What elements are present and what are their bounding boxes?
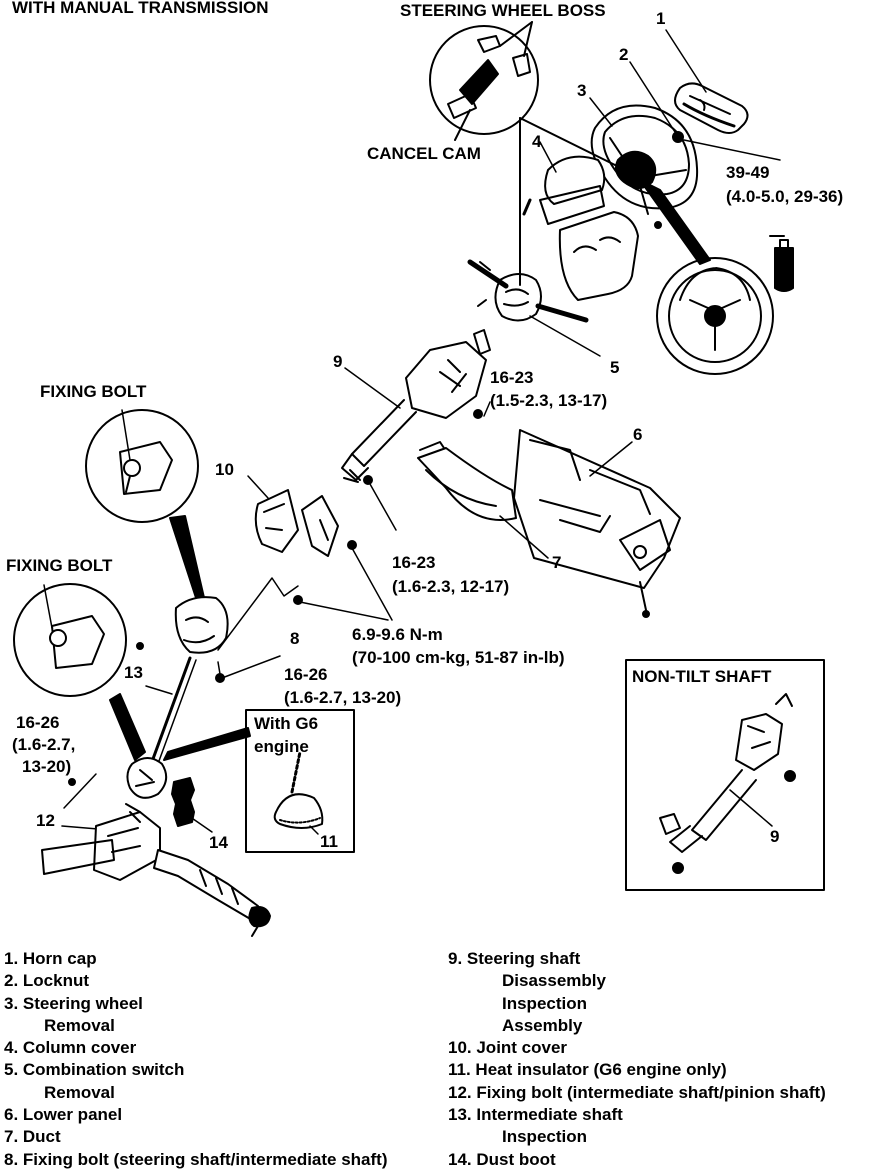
torque-spec-4-line2: (70-100 cm-kg, 51-87 in-lb) [352, 648, 565, 667]
torque-spec-6-line3: 13-20) [22, 757, 71, 776]
steering-rack-part [41, 773, 271, 937]
legend-right-item: 11. Heat insulator (G6 engine only) [448, 1060, 727, 1080]
legend-right-item: Inspection [502, 993, 588, 1013]
callout-steering-wheel-boss: STEERING WHEEL BOSS [400, 1, 606, 20]
legend-right-item: 12. Fixing bolt (intermediate shaft/pini… [448, 1082, 826, 1102]
part-number-3: 3 [577, 81, 586, 100]
legend-right-item: Inspection [502, 1127, 588, 1147]
torque-spec-2-line2: (1.5-2.3, 13-17) [490, 391, 607, 410]
torque-spec-5-line1: 16-26 [284, 665, 327, 684]
legend-left-item: 4. Column cover [4, 1038, 137, 1058]
legend-left-item: 2. Locknut [4, 971, 90, 991]
torque-spec-1-line1: 39-49 [726, 163, 769, 182]
legend-left-item: Removal [44, 1015, 115, 1035]
part-number-13: 13 [124, 663, 143, 682]
legend-right-item: Assembly [502, 1015, 583, 1035]
diagram-header: WITH MANUAL TRANSMISSION [12, 0, 269, 17]
part-number-2: 2 [619, 45, 628, 64]
non-tilt-shaft-box [625, 659, 825, 891]
intermediate-shaft-part [126, 596, 281, 799]
torque-spec-3-line1: 16-23 [392, 553, 435, 572]
callout-cancel-cam: CANCEL CAM [367, 144, 481, 163]
duct-part [417, 441, 549, 559]
torque-spec-3-line2: (1.6-2.3, 12-17) [392, 577, 509, 596]
callout-non-tilt-shaft: NON-TILT SHAFT [632, 667, 772, 686]
legend-left-item: 1. Horn cap [4, 949, 97, 968]
locknut-part [629, 61, 781, 161]
legend-left-item: 7. Duct [4, 1127, 61, 1147]
torque-spec-2-line1: 16-23 [490, 368, 533, 387]
joint-cover-part [247, 475, 339, 557]
callout-with-g6-line2: engine [254, 737, 309, 756]
part-number-12: 12 [36, 811, 55, 830]
part-number-10: 10 [215, 460, 234, 479]
steering-wheel-part [589, 97, 699, 229]
legend-left-item: 5. Combination switch [4, 1060, 185, 1080]
legend-right-item: 9. Steering shaft [448, 949, 581, 968]
part-number-14: 14 [209, 833, 228, 852]
torque-spec-6-line2: (1.6-2.7, [12, 735, 75, 754]
torque-spec-1-line2: (4.0-5.0, 29-36) [726, 187, 843, 206]
legend-right-item: 13. Intermediate shaft [448, 1105, 623, 1125]
legend-right-item: Disassembly [502, 971, 606, 991]
torque-leader-lines [217, 401, 491, 651]
wheel-grease-detail [639, 179, 794, 375]
fixing-bolt-upper-detail [85, 409, 206, 605]
dust-boot-part [171, 777, 213, 833]
legend-right-item: 14. Dust boot [448, 1149, 556, 1169]
torque-spec-5-line2: (1.6-2.7, 13-20) [284, 688, 401, 707]
part-number-1: 1 [656, 9, 665, 28]
legend-left-item: 8. Fixing bolt (steering shaft/intermedi… [4, 1149, 388, 1169]
callout-with-g6-line1: With G6 [254, 714, 318, 733]
legend-right-item: 10. Joint cover [448, 1038, 568, 1058]
part-number-9: 9 [333, 352, 342, 371]
legend-left-item: Removal [44, 1082, 115, 1102]
part-number-4: 4 [532, 132, 542, 151]
part-number-6: 6 [633, 425, 642, 444]
part-number-11: 11 [320, 832, 338, 851]
combination-switch-part [467, 259, 601, 357]
callout-fixing-bolt-upper: FIXING BOLT [40, 382, 147, 401]
torque-spec-6-line1: 16-26 [16, 713, 59, 732]
callout-fixing-bolt-lower: FIXING BOLT [6, 556, 113, 575]
fixing-bolt-lower-detail [13, 583, 146, 761]
g6-engine-box [245, 709, 355, 853]
column-cover-part [522, 141, 639, 301]
part-number-7: 7 [552, 553, 561, 572]
part-number-5: 5 [610, 358, 619, 377]
lower-panel-part [513, 429, 681, 618]
legend-left-item: 6. Lower panel [4, 1105, 123, 1125]
steering-column-part [341, 329, 491, 485]
steering-wheel-boss-detail [429, 21, 616, 286]
part-number-8: 8 [290, 629, 299, 648]
part-number-9-non-tilt: 9 [770, 827, 779, 846]
horn-cap-part [665, 29, 749, 134]
legend-left-item: 3. Steering wheel [4, 993, 143, 1013]
torque-spec-4-line1: 6.9-9.6 N-m [352, 625, 443, 644]
